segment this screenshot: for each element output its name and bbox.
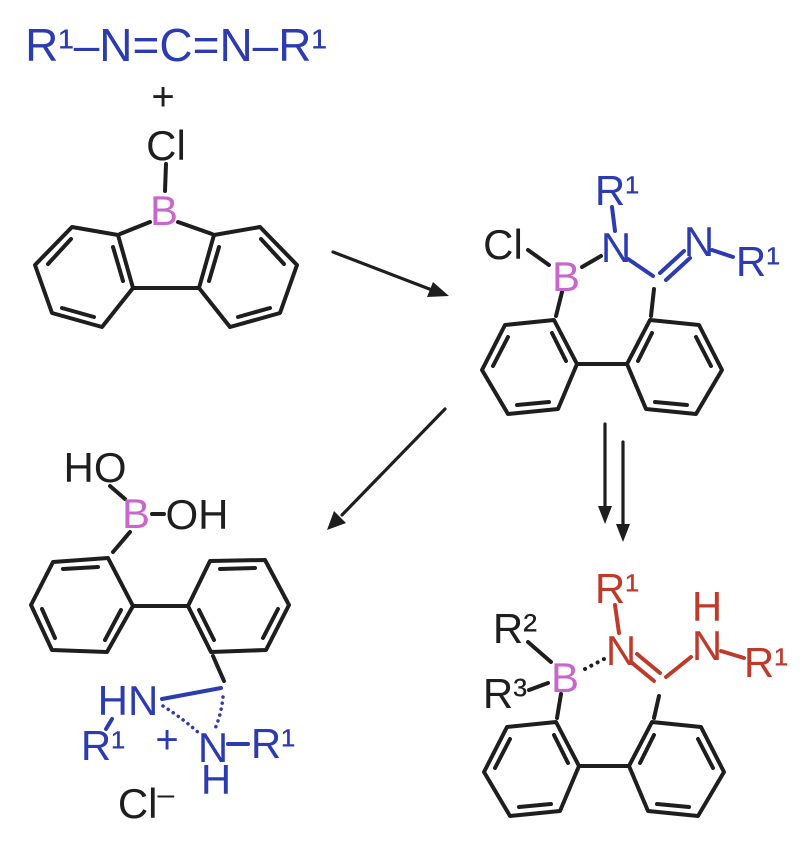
nh-hydrogen-label: H (692, 583, 722, 630)
chloroborafluorene-molecule: Cl B (33, 122, 299, 329)
arrow-head (616, 524, 630, 542)
adduct-molecule: Cl B R¹ N N R¹ (480, 167, 780, 416)
rearranged-product-bonds (482, 603, 746, 818)
arrow-head (327, 511, 346, 530)
reaction-arrow-1 (331, 250, 449, 297)
adduct-bonds (480, 205, 735, 416)
boron-label: B (551, 654, 579, 701)
hydroxyl-left-label: HO (64, 444, 127, 491)
r1-right-label: R¹ (744, 639, 788, 686)
amine-nitrogen-label: N (692, 622, 722, 669)
reaction-arrow-2 (327, 407, 447, 530)
boron-label: B (122, 490, 150, 537)
chloroborafluorene-bonds (33, 162, 299, 329)
chloride-counterion: Cl– (118, 778, 175, 827)
r1-imine-substituent: R¹ (736, 238, 780, 285)
amine-nitrogen-label: N (601, 224, 631, 271)
hydrolysis-product-bonds (29, 484, 291, 746)
carbodiimide-molecule: R¹–N=C=N–R¹ (25, 19, 327, 71)
nitrogen-label: N (198, 724, 228, 771)
r1-left-label: R¹ (81, 722, 125, 769)
arrow-shaft (331, 250, 434, 292)
chlorine-label: Cl (483, 221, 523, 268)
imine-nitrogen-label: N (684, 218, 714, 265)
double-down-arrows (598, 422, 630, 542)
nh-hydrogen-label: H (201, 756, 231, 803)
r1-amine-substituent: R¹ (595, 565, 639, 612)
r1-right-label: R¹ (251, 720, 295, 767)
arrow-shaft (340, 407, 447, 517)
carbodiimide-formula: R¹–N=C=N–R¹ (25, 19, 327, 71)
chlorine-label: Cl (146, 122, 186, 169)
hydrolysis-product-molecule: HO B OH HN R¹ + N H R¹ Cl– (29, 444, 295, 827)
r1-amine-substituent: R¹ (595, 167, 639, 214)
r2-label: R² (493, 605, 537, 652)
imine-nitrogen-label: N (606, 627, 636, 674)
arrow-head (427, 282, 449, 297)
arrow-head (598, 506, 612, 524)
boron-label: B (150, 187, 178, 234)
hn-label: HN (98, 677, 159, 724)
rearranged-product-molecule: R² R³ B R¹ N H N R¹ (482, 565, 788, 818)
boron-label: B (552, 253, 580, 300)
r3-label: R³ (483, 670, 527, 717)
hydroxyl-right-label: OH (166, 491, 229, 538)
plus-charge: + (155, 718, 178, 762)
plus-sign: + (151, 75, 174, 119)
